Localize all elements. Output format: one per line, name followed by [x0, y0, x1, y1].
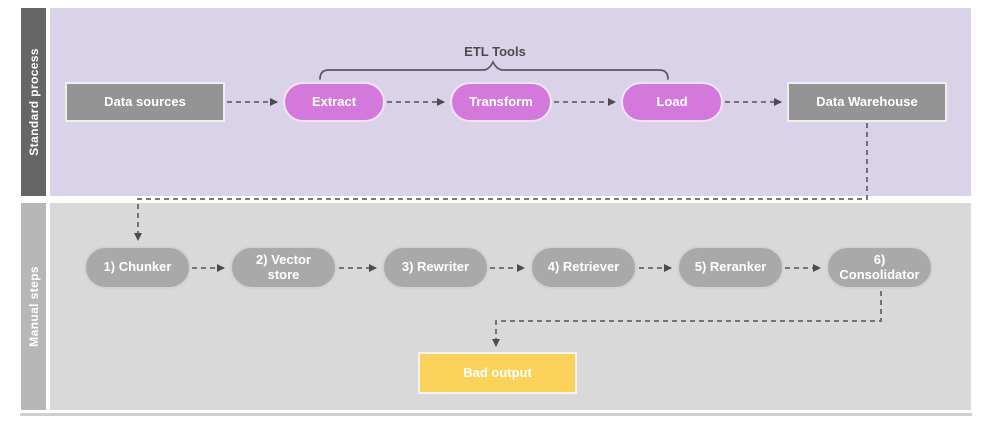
node-data-warehouse: Data Warehouse — [787, 82, 947, 122]
lane-bar-manual-steps: Manual steps — [21, 203, 46, 410]
lane-label-standard-process: Standard process — [26, 48, 41, 156]
node-chunker: 1) Chunker — [84, 246, 191, 289]
node-rewriter: 3) Rewriter — [382, 246, 489, 289]
node-reranker: 5) Reranker — [677, 246, 784, 289]
node-bad-output: Bad output — [418, 352, 577, 394]
page-bottom-divider — [20, 413, 972, 416]
lane-bar-standard-process: Standard process — [21, 8, 46, 196]
lane-label-manual-steps: Manual steps — [26, 266, 41, 347]
node-load: Load — [621, 82, 723, 122]
node-vector-store: 2) Vector store — [230, 246, 337, 289]
node-retriever: 4) Retriever — [530, 246, 637, 289]
node-consolidator: 6) Consolidator — [826, 246, 933, 289]
node-extract: Extract — [283, 82, 385, 122]
node-transform: Transform — [450, 82, 552, 122]
node-data-sources: Data sources — [65, 82, 225, 122]
etl-tools-bracket-label: ETL Tools — [464, 44, 526, 59]
